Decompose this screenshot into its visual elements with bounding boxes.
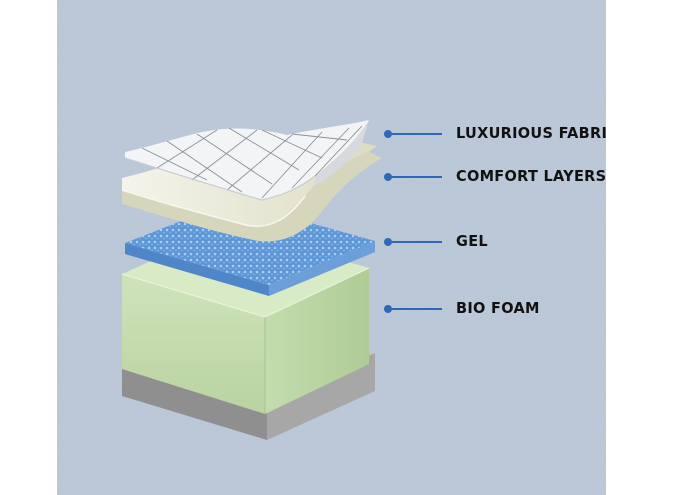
gel-leader-line bbox=[388, 241, 442, 243]
fabric-leader-line bbox=[388, 133, 442, 135]
comfort-leader-line bbox=[388, 176, 442, 178]
mattress-layers-illustration bbox=[57, 0, 606, 495]
bio-foam-leader-line bbox=[388, 308, 442, 310]
label-gel: GEL bbox=[456, 233, 488, 251]
label-comfort-layers: COMFORT LAYERS bbox=[456, 168, 606, 186]
fabric-sheet bbox=[124, 120, 369, 201]
diagram-background: LUXURIOUS FABRIC COMFORT LAYERS GEL BIO … bbox=[57, 0, 606, 495]
label-bio-foam: BIO FOAM bbox=[456, 300, 540, 318]
label-luxurious-fabric: LUXURIOUS FABRIC bbox=[456, 125, 606, 143]
